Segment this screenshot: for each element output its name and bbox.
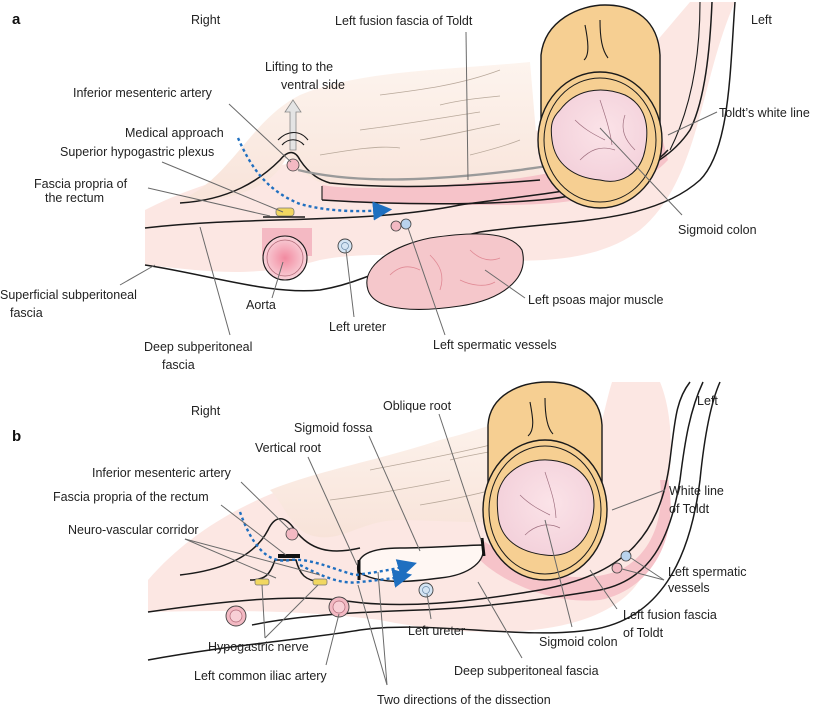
left-spermatic-vein-a <box>390 220 402 232</box>
inferior-mesenteric-artery-a <box>286 158 300 172</box>
label-left-common-iliac: Left common iliac artery <box>194 669 327 683</box>
inferior-mesenteric-artery-b <box>285 527 299 541</box>
label-sigmoid-fossa: Sigmoid fossa <box>294 421 373 435</box>
leader-lines-b <box>184 413 666 686</box>
label-vertical-root: Vertical root <box>255 441 322 455</box>
label-medical-approach: Medical approach <box>125 126 224 140</box>
label-deep-subperitoneal-b: Deep subperitoneal fascia <box>454 664 599 678</box>
aorta-a <box>262 228 312 281</box>
label-sigmoid-colon-b: Sigmoid colon <box>539 635 618 649</box>
label-ima-b: Inferior mesenteric artery <box>92 466 232 480</box>
label-sigmoid-colon-a: Sigmoid colon <box>678 223 757 237</box>
label-white-line-1: White line <box>669 484 724 498</box>
panel-a: a Right Left Left fusion fascia of Toldt… <box>0 1 810 372</box>
label-superficial-1: Superficial subperitoneal <box>0 288 137 302</box>
hypogastric-nerve-left <box>312 578 328 586</box>
sigmoid-colon-a <box>537 4 663 209</box>
sigmoid-colon-b <box>482 381 608 581</box>
leader-lines-a <box>119 31 718 336</box>
hypogastric-nerve-right <box>254 578 270 586</box>
label-fascia-propria-a-2: the rectum <box>45 191 104 205</box>
side-left-b: Left <box>697 394 718 408</box>
label-fascia-propria-a-1: Fascia propria of <box>34 177 128 191</box>
label-left-psoas: Left psoas major muscle <box>528 293 664 307</box>
left-spermatic-artery-b <box>620 550 632 562</box>
side-right-a: Right <box>191 13 221 27</box>
dissection-arrow-upper <box>238 511 417 578</box>
label-aorta: Aorta <box>246 298 276 312</box>
left-ureter-a <box>337 238 353 254</box>
panel-a-tag: a <box>12 11 21 28</box>
label-left-ureter-b: Left ureter <box>408 624 465 638</box>
label-toldts-white-line: Toldt’s white line <box>719 106 810 120</box>
label-deep-1: Deep subperitoneal <box>144 340 252 354</box>
label-lifting-2: ventral side <box>281 78 345 92</box>
label-two-directions: Two directions of the dissection <box>377 693 551 707</box>
label-left-fusion-b-2: of Toldt <box>623 626 664 640</box>
label-left-fusion-fascia-a: Left fusion fascia of Toldt <box>335 14 473 28</box>
sigmoid-mesentery-b <box>270 405 540 538</box>
sigmoid-mesentery <box>180 62 540 203</box>
label-left-fusion-b-1: Left fusion fascia <box>623 608 717 622</box>
panel-b-tag: b <box>12 428 21 445</box>
left-ureter-b <box>418 582 434 598</box>
superior-hypogastric-plexus <box>275 207 295 217</box>
label-left-spermatic-b-1: Left spermatic <box>668 565 747 579</box>
medical-approach-arrow <box>236 137 393 221</box>
side-right-b: Right <box>191 404 221 418</box>
label-fascia-propria-b: Fascia propria of the rectum <box>53 490 209 504</box>
side-left-a: Left <box>751 13 772 27</box>
label-lifting-1: Lifting to the <box>265 60 333 74</box>
label-superficial-2: fascia <box>10 306 43 320</box>
label-white-line-2: of Toldt <box>669 502 710 516</box>
label-left-spermatic-b-2: vessels <box>668 581 710 595</box>
dissection-arrow-lower <box>299 563 413 588</box>
label-deep-2: fascia <box>162 358 195 372</box>
label-hypogastric-nerve: Hypogastric nerve <box>208 640 309 654</box>
label-superior-hypogastric-plexus: Superior hypogastric plexus <box>60 145 214 159</box>
label-left-ureter-a: Left ureter <box>329 320 386 334</box>
label-ima-a: Inferior mesenteric artery <box>73 86 213 100</box>
left-spermatic-artery-a <box>400 218 412 230</box>
label-left-spermatic-a: Left spermatic vessels <box>433 338 557 352</box>
left-spermatic-vein-b <box>611 562 623 574</box>
panel-b: b Right Left Oblique root Sigmoid fossa … <box>12 381 747 707</box>
left-psoas-major-muscle <box>366 233 524 310</box>
label-neurovascular-corridor: Neuro-vascular corridor <box>68 523 199 537</box>
lifting-arrow-icon <box>284 99 302 151</box>
label-oblique-root: Oblique root <box>383 399 452 413</box>
